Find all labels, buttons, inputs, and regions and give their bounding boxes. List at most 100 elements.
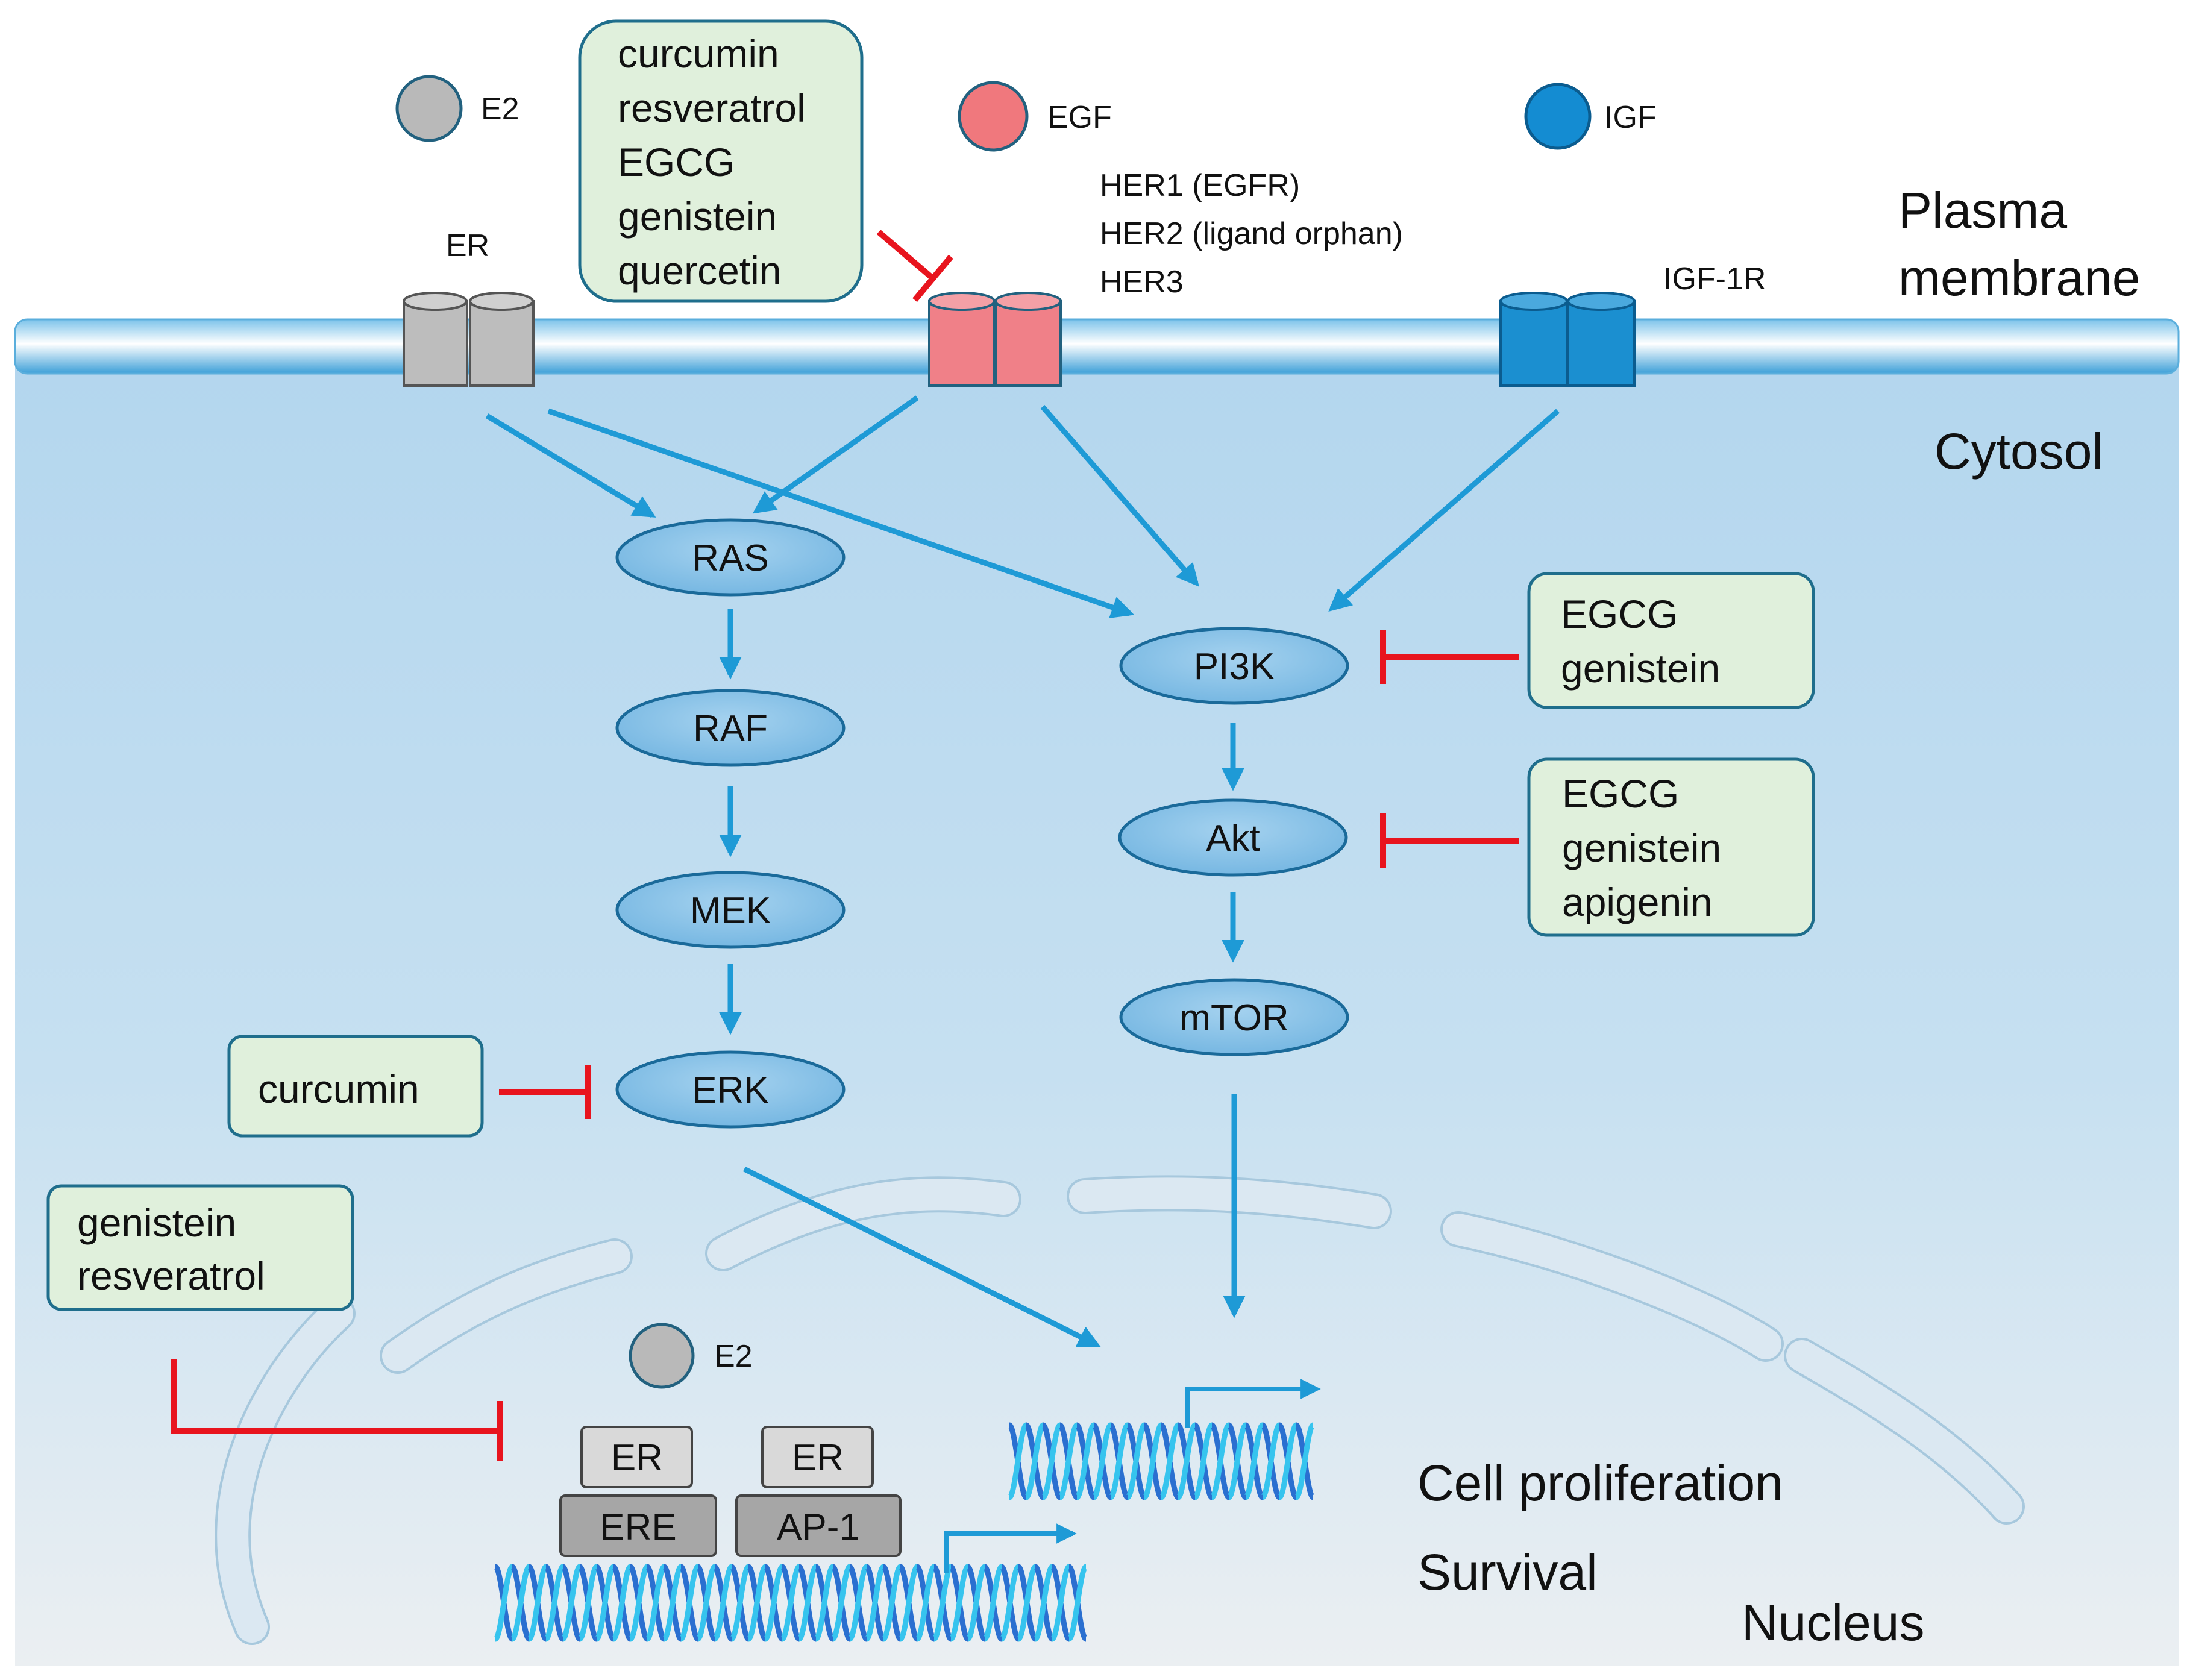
raf-node: RAF bbox=[615, 689, 846, 767]
dna-strand-b bbox=[492, 1564, 515, 1642]
dna-strand-b bbox=[779, 1564, 802, 1642]
dna-strand-b bbox=[661, 1564, 684, 1642]
dna-strand-b bbox=[729, 1564, 751, 1642]
receptor-inhibitor-1: curcumin bbox=[618, 31, 779, 76]
arrow-erk-to-nucleus bbox=[742, 1166, 1101, 1348]
dna-strand-b bbox=[796, 1564, 819, 1642]
her3-label: HER3 bbox=[1100, 265, 1184, 299]
dna-strand-b bbox=[1040, 1422, 1063, 1500]
dna-strand-b bbox=[627, 1564, 650, 1642]
dna-strand-b bbox=[813, 1564, 836, 1642]
dna-strand-b bbox=[1066, 1564, 1089, 1642]
akt-inhibitor-box: EGCG genistein apigenin bbox=[1527, 757, 1815, 937]
dna-strand-b bbox=[1015, 1564, 1038, 1642]
plasma-membrane-label-2: membrane bbox=[1898, 249, 2141, 306]
e2-ligand-label: E2 bbox=[481, 92, 519, 127]
igf-ligand-label: IGF bbox=[1604, 100, 1657, 135]
dna-strand-b bbox=[543, 1564, 566, 1642]
dna-strand-b bbox=[1108, 1422, 1131, 1500]
dna-strand-b bbox=[1049, 1564, 1072, 1642]
mtor-label: mTOR bbox=[1179, 997, 1288, 1039]
er-box-2-label: ER bbox=[792, 1437, 844, 1479]
cytosol-region bbox=[15, 349, 2179, 1666]
igf1r-label: IGF-1R bbox=[1663, 262, 1766, 296]
igf1r-receptor bbox=[1499, 292, 1636, 387]
dna-helix-left bbox=[492, 1564, 1089, 1642]
erk-label: ERK bbox=[692, 1070, 768, 1111]
nucleus-label: Nucleus bbox=[1742, 1594, 1924, 1651]
egf-ligand bbox=[958, 81, 1029, 152]
receptor-inhibitor-box: curcumin resveratrol EGCG genistein quer… bbox=[578, 19, 864, 303]
dna-strand-b bbox=[1141, 1422, 1164, 1500]
dna-strand-b bbox=[712, 1564, 735, 1642]
mtor-node: mTOR bbox=[1119, 978, 1349, 1056]
inhibit-erk bbox=[499, 1065, 591, 1119]
pi3k-inhibitor-1: EGCG bbox=[1561, 592, 1678, 636]
dna-strand-b bbox=[914, 1564, 937, 1642]
arrow-igf1r-to-pi3k bbox=[1328, 409, 1560, 612]
dna-strand-b bbox=[644, 1564, 667, 1642]
transcription-arrow-right bbox=[1185, 1379, 1321, 1428]
akt-inhibitor-3: apigenin bbox=[1562, 880, 1713, 924]
receptor-inhibitor-3: EGCG bbox=[618, 140, 735, 184]
ere-box bbox=[559, 1494, 717, 1557]
dna-strand-b bbox=[1175, 1422, 1198, 1500]
dna-strand-b bbox=[1260, 1422, 1282, 1500]
dna-strand-b bbox=[1293, 1422, 1316, 1500]
her1-label: HER1 (EGFR) bbox=[1100, 168, 1300, 203]
igf-ligand bbox=[1524, 83, 1592, 150]
activation-arrows bbox=[485, 395, 1560, 1348]
dna-strand-b bbox=[577, 1564, 600, 1642]
dna-strand-b bbox=[1226, 1422, 1249, 1500]
survival-label: Survival bbox=[1417, 1544, 1598, 1600]
dna-strand-b bbox=[762, 1564, 785, 1642]
dna-strand-b bbox=[526, 1564, 549, 1642]
e2-nuclear-label: E2 bbox=[714, 1339, 753, 1374]
her-receptor bbox=[928, 292, 1062, 387]
dna-strand-b bbox=[1074, 1422, 1097, 1500]
receptor-inhibitor-4: genistein bbox=[618, 194, 777, 239]
inhibit-akt bbox=[1380, 813, 1519, 868]
akt-inhibitor-2: genistein bbox=[1562, 826, 1721, 870]
dna-strand-b bbox=[1243, 1422, 1266, 1500]
dna-strand-b bbox=[931, 1564, 954, 1642]
plasma-membrane bbox=[14, 318, 2180, 375]
dna-strand-b bbox=[965, 1564, 988, 1642]
er-box-2 bbox=[761, 1426, 874, 1488]
dna-strand-b bbox=[982, 1564, 1005, 1642]
mek-node: MEK bbox=[615, 871, 846, 949]
inhibition-lines bbox=[171, 230, 1519, 1461]
transcription-arrow-left bbox=[944, 1523, 1077, 1573]
erk-inhibitor-box: curcumin bbox=[227, 1035, 484, 1138]
er-ere-complex: ER ERE bbox=[559, 1426, 717, 1557]
er-box-1-label: ER bbox=[611, 1437, 663, 1479]
ras-node: RAS bbox=[615, 518, 846, 597]
dna-strand-b bbox=[1158, 1422, 1181, 1500]
dna-strand-b bbox=[678, 1564, 701, 1642]
ere-box-label: ERE bbox=[600, 1506, 676, 1548]
dna-strand-b bbox=[880, 1564, 903, 1642]
dna-strand-b bbox=[1091, 1422, 1114, 1500]
nuclear-envelope bbox=[215, 1175, 2025, 1645]
e2-nuclear-ligand bbox=[629, 1323, 695, 1389]
dna-strand-b bbox=[1209, 1422, 1232, 1500]
dna-strand-b bbox=[1057, 1422, 1080, 1500]
erk-inhibitor-1: curcumin bbox=[258, 1067, 419, 1111]
dna-strand-b bbox=[509, 1564, 532, 1642]
nuclear-inhibitor-box: genistein resveratrol bbox=[46, 1184, 354, 1311]
receptor-inhibitor-2: resveratrol bbox=[618, 86, 806, 130]
inhibit-receptor bbox=[876, 230, 953, 302]
dna-strand-b bbox=[999, 1564, 1021, 1642]
dna-strand-b bbox=[897, 1564, 920, 1642]
plasma-membrane-label-1: Plasma bbox=[1898, 182, 2067, 239]
arrow-her-to-pi3k bbox=[1040, 405, 1199, 587]
pi3k-inhibitor-2: genistein bbox=[1561, 646, 1720, 691]
arrow-her-to-ras bbox=[752, 395, 919, 514]
pi3k-node: PI3K bbox=[1119, 627, 1349, 705]
dna-strand-b bbox=[830, 1564, 853, 1642]
dna-strand-b bbox=[745, 1564, 768, 1642]
cell-proliferation-label: Cell proliferation bbox=[1417, 1455, 1783, 1511]
ap1-box bbox=[735, 1494, 902, 1557]
